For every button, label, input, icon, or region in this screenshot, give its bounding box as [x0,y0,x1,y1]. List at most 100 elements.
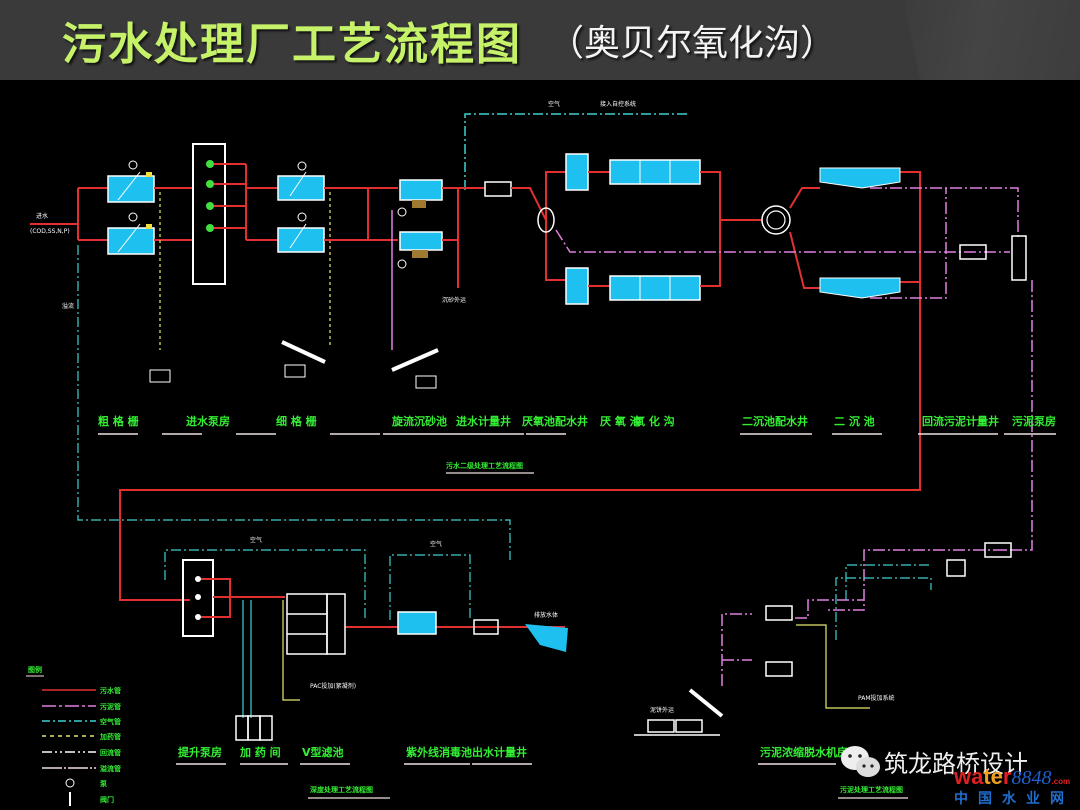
stage-label: 回流污泥计量井 [922,414,999,428]
pac-feed-label: PAC投加(絮凝剂) [310,682,356,690]
sludge-cake-label: 泥饼外运 [650,706,674,714]
legend-label: 泵 [99,779,107,788]
stage-label: 粗 格 栅 [98,414,139,428]
stage-label: 厌氧池配水井 [522,414,588,428]
sludge-lines [721,549,1005,686]
legend-label: 污泥管 [100,702,121,711]
legend-pump-icon [65,778,75,788]
sludge-pump-house [1011,235,1027,281]
brand-part: te [983,764,1003,789]
anaerobic-tank-2 [565,267,589,305]
chemical-feed-lines [242,600,252,718]
inflow-meter [484,181,512,197]
line-to-anaerobic [511,171,566,281]
oxidation-ditch-2 [609,275,701,301]
legend: 图例 污水管 污泥管 空气管 加药管 回流管 溢流管 泵 阀门 [26,665,121,806]
header-decoration [904,0,1080,80]
legend-label: 污水管 [100,686,121,695]
return-sludge-meter [959,244,987,260]
grit-bin [415,375,437,389]
brand-chinese: 中国水业网 [954,791,1074,807]
inlet-sub-label: (COD,SS,N,P) [30,228,70,235]
watermark: 筑龙路桥设计 water8848.com 中国水业网 [836,742,1080,810]
lower-air-label-1: 空气 [250,536,262,544]
grit-chamber-1 [397,179,443,217]
line-ditch-to-clarifier [119,171,921,601]
stage-label: V型滤池 [302,745,344,759]
grit-chamber-2 [397,231,443,269]
secondary-clarifier-1 [819,167,901,189]
outfall-label: 排放水体 [534,611,558,619]
effluent-meter [473,619,499,635]
coarse-screen-2 [107,212,155,255]
stage-label: 污泥浓缩脱水机房 [760,745,848,759]
fine-screen-2 [277,212,325,253]
receiving-water-body [525,624,568,652]
legend-label: 阀门 [100,795,114,804]
autocontrol-label: 接入自控系统 [600,100,636,108]
influent-pump-house [192,143,226,285]
stage-label: 旋流沉砂池 [391,414,447,428]
legend-title: 图例 [28,665,42,674]
pam-label: PAM投加系统 [858,694,895,702]
grit-separator [391,348,439,372]
legend-label: 回流管 [100,748,121,757]
stage-label: 厌 氧 池 [600,414,641,428]
stage-label: 紫外线消毒池 [406,745,472,759]
line-anaerobic-to-ditch [588,171,610,287]
slide-title: 污水处理厂工艺流程图 [62,19,522,70]
clarifier-distribution-well [761,205,791,235]
brand-logo: water8848.com [954,764,1070,790]
stage-label: 二 沉 池 [834,414,875,428]
lower-sewage-line [201,578,565,628]
fine-screenings-bin [284,364,306,378]
sludge-air-lines [835,564,932,640]
brand-tld: .com [1051,777,1071,786]
slide-header: 污水处理厂工艺流程图 （奥贝尔氧化沟） [0,0,1080,80]
overflow-label: 溢流 [62,302,74,310]
sludge-section-caption: 污泥处理工艺流程图 [840,785,903,794]
legend-label: 加药管 [99,732,121,741]
influent-pumps [206,160,214,232]
lower-section-caption: 深度处理工艺流程图 [310,785,373,794]
grit-out-label: 沉砂外运 [442,296,466,304]
stage-label: 加 药 间 [239,745,281,759]
lower-air-label-2: 空气 [430,540,442,548]
lower-stage-labels: 提升泵房 加 药 间 V型滤池 紫外线消毒池 出水计量井 [178,745,527,759]
secondary-clarifier-2 [819,277,901,299]
line-grit-outlet [442,187,485,288]
oxidation-ditch-1 [609,159,701,185]
dewatering-units [765,605,793,677]
v-filter [286,593,346,655]
brand-part: r [1002,764,1012,789]
upper-stage-labels: 粗 格 栅 进水泵房 细 格 栅 旋流沉砂池 进水计量井 厌氧池配水井 厌 氧 … [98,414,1056,428]
stage-label: 出水计量井 [472,745,527,759]
brand-number: 8848 [1011,767,1052,789]
pam-dosing-unit [946,559,966,577]
pump-discharge-lines [214,163,278,241]
upper-air-line [464,113,690,190]
uv-disinfection [397,611,437,635]
stage-label: 进水计量井 [456,414,511,428]
process-flow-diagram: 空气 接入自控系统 进水 (COD,SS,N,P) [26,100,1056,806]
wechat-account-name: 筑龙路桥设计 [884,750,1028,778]
inlet-label: 进水 [36,212,48,220]
stage-label: 进水泵房 [186,414,230,428]
stage-label: 氧 化 沟 [633,414,675,428]
stage-label: 细 格 栅 [276,414,317,428]
pam-line [796,624,870,709]
legend-label: 空气管 [100,717,121,726]
upper-section-caption: 污水二级处理工艺流程图 [446,461,523,470]
sludge-trucks [634,719,720,736]
coarse-screen-1 [107,160,155,203]
anaerobic-distribution-well [537,207,555,233]
brand-part: wa [954,764,984,789]
return-sludge-line [555,187,1033,551]
fine-screen-1 [277,161,325,201]
fine-screen-conveyor [281,340,326,364]
legend-label: 溢流管 [100,764,121,773]
anaerobic-tank-1 [565,153,589,191]
line-screen-to-pump [154,187,192,241]
wechat-icon [841,746,880,777]
stage-label: 提升泵房 [178,745,222,759]
